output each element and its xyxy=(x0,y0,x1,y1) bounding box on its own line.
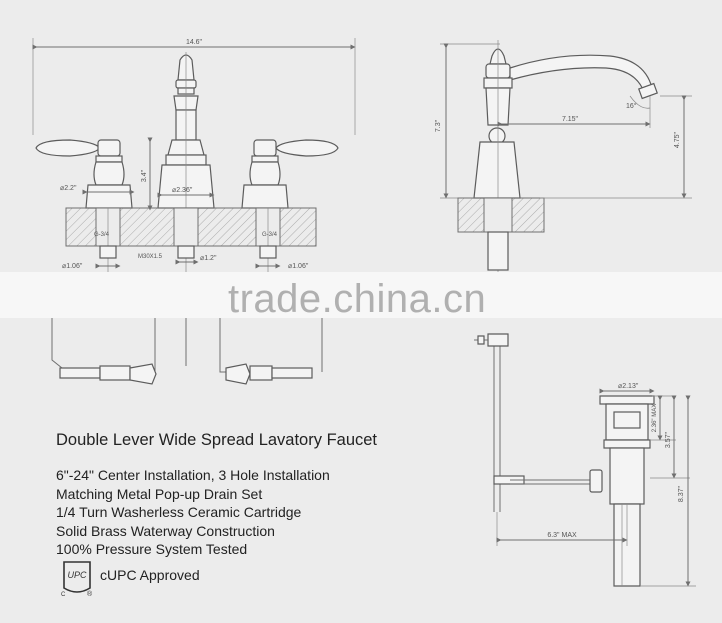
dim-overall-length: 8.37" xyxy=(678,485,685,502)
dim-tailpiece-top: 3.57" xyxy=(665,431,672,448)
dim-thread-left: G-3/4 xyxy=(94,232,110,238)
dim-spout-reach: 7.15" xyxy=(562,116,579,123)
dim-pop-up-max: 2.36" MAX xyxy=(652,404,658,432)
feature-list: 6"-24" Center Installation, 3 Hole Insta… xyxy=(56,466,456,559)
certification-label: cUPC Approved xyxy=(100,567,200,583)
dim-nut-thread: M30X1.5 xyxy=(138,254,163,260)
left-handle xyxy=(35,139,133,209)
feature-item: 100% Pressure System Tested xyxy=(56,541,248,557)
dim-overall-height: 7.3" xyxy=(435,119,442,132)
svg-text:UPC: UPC xyxy=(67,570,87,580)
dim-spout-shank-dia: ⌀1.2" xyxy=(200,255,217,262)
side-view: 7.3" 7.15" 16° 4.75" xyxy=(435,40,692,275)
certification-row: UPC C ® cUPC Approved xyxy=(58,558,200,598)
right-handle xyxy=(241,139,339,209)
feature-item: Matching Metal Pop-up Drain Set xyxy=(56,485,263,502)
side-spout-body xyxy=(473,40,658,275)
dim-overall-width: 14.6" xyxy=(186,39,203,46)
dim-handle-base-dia: ⌀2.2" xyxy=(60,185,77,192)
dim-thread-right: G-3/4 xyxy=(262,232,278,238)
dim-spout-base-dia: ⌀2.36" xyxy=(172,187,193,194)
svg-text:®: ® xyxy=(87,590,93,598)
svg-text:C: C xyxy=(61,592,66,598)
dim-spout-clearance: 4.75" xyxy=(674,131,681,148)
dim-rod-length: 6.3" MAX xyxy=(547,532,577,539)
watermark: trade.china.cn xyxy=(228,277,486,321)
feature-item: 1/4 Turn Washerless Ceramic Cartridge xyxy=(56,504,302,520)
dim-spout-angle: 16° xyxy=(626,102,637,110)
feature-item: 6"-24" Center Installation, 3 Hole Insta… xyxy=(56,467,330,483)
upc-logo: UPC C ® xyxy=(61,561,93,598)
feature-item: Solid Brass Waterway Construction xyxy=(56,522,275,539)
drain-view: ⌀2.13" 2.36" MAX 3.57" 8.37" 6.3" MAX xyxy=(474,333,696,587)
dim-right-shank-dia: ⌀1.06" xyxy=(288,263,309,270)
front-view: 14.6" xyxy=(32,38,356,385)
watermark-band xyxy=(0,272,722,318)
countertop-section xyxy=(65,207,317,290)
dim-flange-dia: ⌀2.13" xyxy=(618,383,639,390)
spec-block: Double Lever Wide Spread Lavatory Faucet… xyxy=(56,430,456,559)
supply-lines xyxy=(51,318,323,385)
dim-spout-height: 3.4" xyxy=(141,169,148,182)
dim-left-shank-dia: ⌀1.06" xyxy=(62,263,83,270)
product-title: Double Lever Wide Spread Lavatory Faucet xyxy=(56,431,378,449)
